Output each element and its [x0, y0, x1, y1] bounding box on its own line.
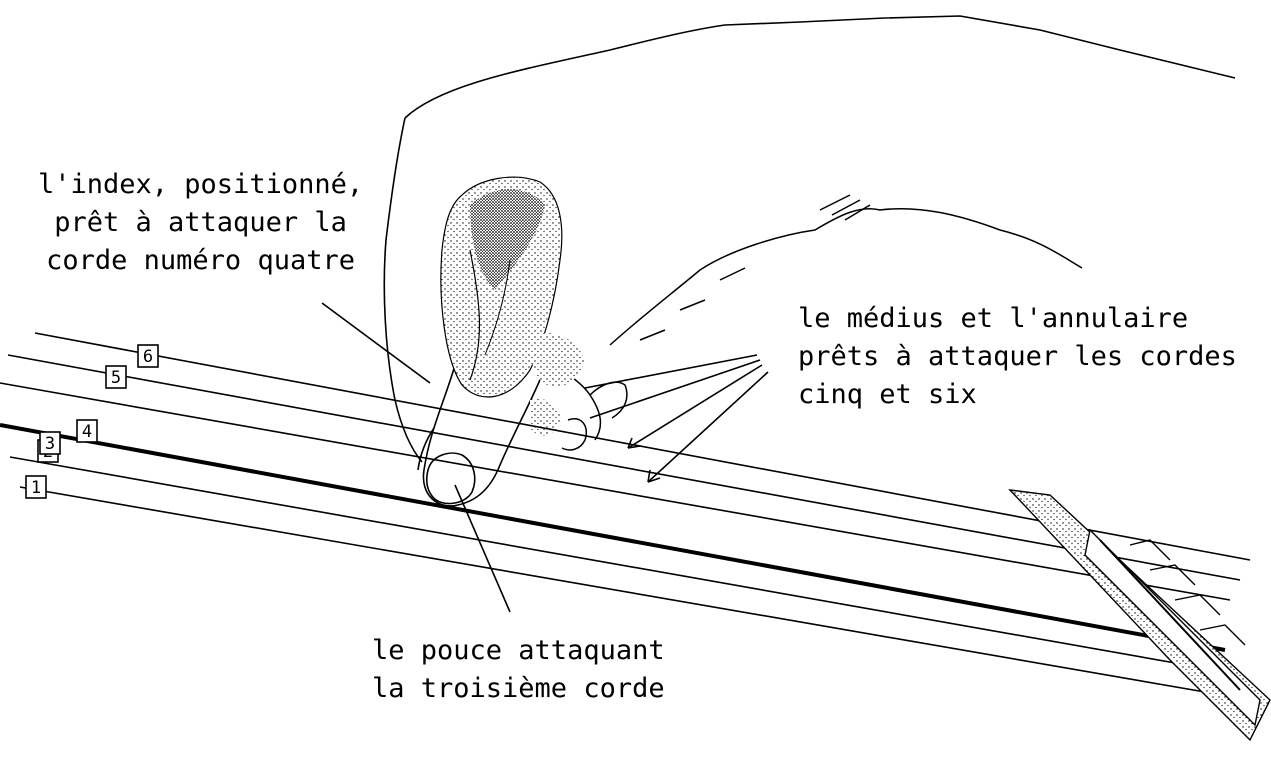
- medius-label-line-1: le médius et l'annulaire: [798, 300, 1237, 338]
- medius-label-line-2: prêts à attaquer les cordes: [798, 338, 1237, 376]
- pouce-label-line-1: le pouce attaquant: [372, 632, 665, 670]
- index-label-line-2: prêt à attaquer la: [38, 204, 363, 242]
- string-number-box-4: 4: [77, 420, 97, 442]
- medius-annulaire-label: le médius et l'annulaire prêts à attaque…: [798, 300, 1237, 414]
- string-number-label: 6: [143, 347, 153, 367]
- medius-label-line-3: cinq et six: [798, 376, 1237, 414]
- string-number-box-5: 5: [106, 366, 126, 388]
- pouce-label-line-2: la troisième corde: [372, 670, 665, 708]
- string-number-label: 5: [111, 368, 121, 388]
- index-label-line-3: corde numéro quatre: [38, 242, 363, 280]
- guitar-bridge: [1010, 490, 1270, 740]
- medius-leader-line-4: [648, 372, 768, 482]
- string-number-box-6: 6: [138, 345, 158, 367]
- string-number-label: 4: [82, 422, 92, 442]
- pouce-leader-line: [455, 485, 510, 612]
- index-label-line-1: l'index, positionné,: [38, 166, 363, 204]
- medius-leader-line-2: [590, 360, 760, 418]
- thumb-label: le pouce attaquant la troisième corde: [372, 632, 665, 708]
- guitar-string-3: [0, 425, 1225, 650]
- string-number-box-3: 3: [40, 432, 60, 454]
- string-number-label: 1: [31, 478, 41, 498]
- string-number-boxes: 123456: [26, 345, 158, 498]
- string-number-box-1: 1: [26, 476, 46, 498]
- medius-leader-line-3: [628, 365, 762, 448]
- index-leader-line: [322, 303, 430, 383]
- index-finger-label: l'index, positionné, prêt à attaquer la …: [38, 166, 363, 280]
- medius-leader-line-1: [585, 355, 757, 388]
- string-number-label: 3: [45, 434, 55, 454]
